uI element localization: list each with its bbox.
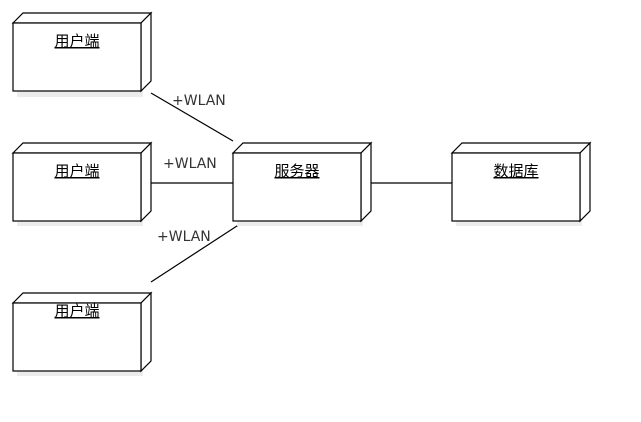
edge-label-client3-server: +WLAN	[157, 229, 211, 245]
node-label-client-1: 用户端	[54, 32, 99, 50]
edge-label-client1-server: +WLAN	[172, 93, 226, 109]
node-client-3[interactable]: 用户端	[11, 291, 153, 376]
node-label-database: 数据库	[493, 162, 538, 180]
edge-label-client2-server: +WLAN	[163, 156, 217, 172]
node-label-server: 服务器	[274, 162, 319, 180]
node-database[interactable]: 数据库	[450, 141, 592, 226]
node-client-1[interactable]: 用户端	[11, 11, 153, 97]
node-client-2[interactable]: 用户端	[11, 141, 153, 226]
node-label-client-3: 用户端	[54, 302, 99, 320]
connector-client1-server[interactable]	[150, 92, 234, 142]
node-server[interactable]: 服务器	[231, 141, 373, 226]
node-label-client-2: 用户端	[54, 162, 99, 180]
connector-client3-server[interactable]	[150, 223, 241, 283]
